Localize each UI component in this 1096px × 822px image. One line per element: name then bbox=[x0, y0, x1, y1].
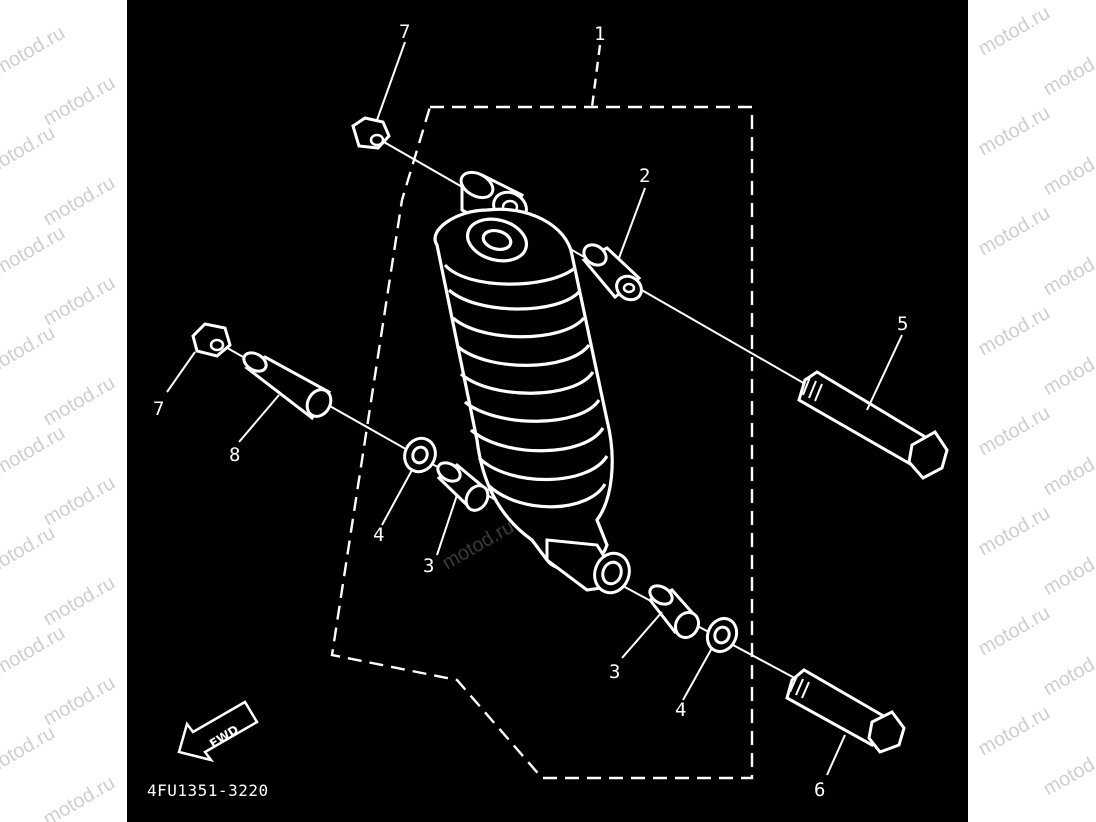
callout-4: 4 bbox=[373, 524, 384, 546]
callout-4: 4 bbox=[675, 699, 686, 721]
watermark-text: motod.ru bbox=[39, 371, 119, 431]
panel-watermark: motod.ru bbox=[439, 516, 518, 575]
washer-4-left bbox=[403, 436, 437, 474]
watermark-text: motod.ru bbox=[974, 401, 1054, 461]
collar-3-right bbox=[647, 584, 701, 640]
assembly-outline-dashed bbox=[330, 105, 754, 780]
watermark-text: motod.ru bbox=[0, 321, 59, 381]
watermark-text: motod.ru bbox=[39, 271, 119, 331]
leader-lines bbox=[166, 41, 903, 776]
callout-7: 7 bbox=[399, 21, 410, 43]
watermark-text: motod.ru bbox=[439, 516, 518, 575]
watermark-text: motod.ru bbox=[0, 121, 59, 181]
watermark-text: motod.ru bbox=[1039, 341, 1096, 401]
collar-2 bbox=[581, 243, 643, 302]
watermark-text: motod.ru bbox=[974, 601, 1054, 661]
forward-direction-marker: FWD bbox=[177, 700, 259, 763]
watermark-text: motod.ru bbox=[974, 1, 1054, 61]
watermark-text: motod.ru bbox=[974, 101, 1054, 161]
exploded-parts-diagram: motod.ru bbox=[147, 21, 949, 801]
washer-4-right bbox=[705, 616, 739, 654]
shock-lower-eye bbox=[545, 538, 631, 595]
watermark-text: motod.ru bbox=[1039, 41, 1096, 101]
callout-2: 2 bbox=[639, 165, 650, 187]
watermark-text: motod.ru bbox=[1039, 241, 1096, 301]
watermark-text: motod.ru bbox=[0, 521, 59, 581]
bolt-6 bbox=[785, 668, 906, 754]
callout-1: 1 bbox=[594, 23, 605, 45]
bolt-5 bbox=[797, 370, 949, 480]
callout-7: 7 bbox=[153, 398, 164, 420]
shock-absorber-spring bbox=[433, 207, 614, 572]
callout-6: 6 bbox=[814, 779, 825, 801]
callout-3: 3 bbox=[423, 555, 434, 577]
part-code: 4FU1351-3220 bbox=[147, 781, 269, 800]
nut-upper bbox=[351, 116, 391, 150]
watermark-text: motod.ru bbox=[974, 201, 1054, 261]
watermark-text: motod.ru bbox=[39, 471, 119, 531]
forward-arrow-icon bbox=[177, 700, 259, 763]
watermark-text: motod.ru bbox=[1039, 141, 1096, 201]
parts-diagram-panel: motod.ru bbox=[127, 0, 968, 822]
watermark-text: motod.ru bbox=[974, 701, 1054, 761]
callout-8: 8 bbox=[229, 444, 240, 466]
watermark-text: motod.ru bbox=[1039, 641, 1096, 701]
watermark-text: motod.ru bbox=[0, 721, 59, 781]
watermark-text: motod.ru bbox=[0, 621, 69, 681]
watermark-text: motod.ru bbox=[39, 571, 119, 631]
callout-3: 3 bbox=[609, 661, 620, 683]
leader-line-1 bbox=[590, 44, 602, 108]
callout-labels: 1 2 3 3 4 4 5 6 7 7 8 bbox=[153, 21, 908, 801]
watermark-text: motod.ru bbox=[0, 21, 69, 81]
watermark-text: motod.ru bbox=[974, 501, 1054, 561]
callout-5: 5 bbox=[897, 313, 908, 335]
watermark-text: motod.ru bbox=[1039, 741, 1096, 801]
watermark-text: motod.ru bbox=[1039, 441, 1096, 501]
watermark-text: motod.ru bbox=[0, 221, 69, 281]
watermark-text: motod.ru bbox=[39, 671, 119, 731]
watermark-text: motod.ru bbox=[39, 171, 119, 231]
watermark-text: motod.ru bbox=[0, 421, 69, 481]
nut-lower bbox=[191, 322, 232, 358]
watermark-text: motod.ru bbox=[39, 771, 119, 822]
watermark-text: motod.ru bbox=[974, 301, 1054, 361]
collar-8 bbox=[242, 351, 333, 421]
watermark-text: motod.ru bbox=[39, 71, 119, 131]
watermark-text: motod.ru bbox=[1039, 541, 1096, 601]
